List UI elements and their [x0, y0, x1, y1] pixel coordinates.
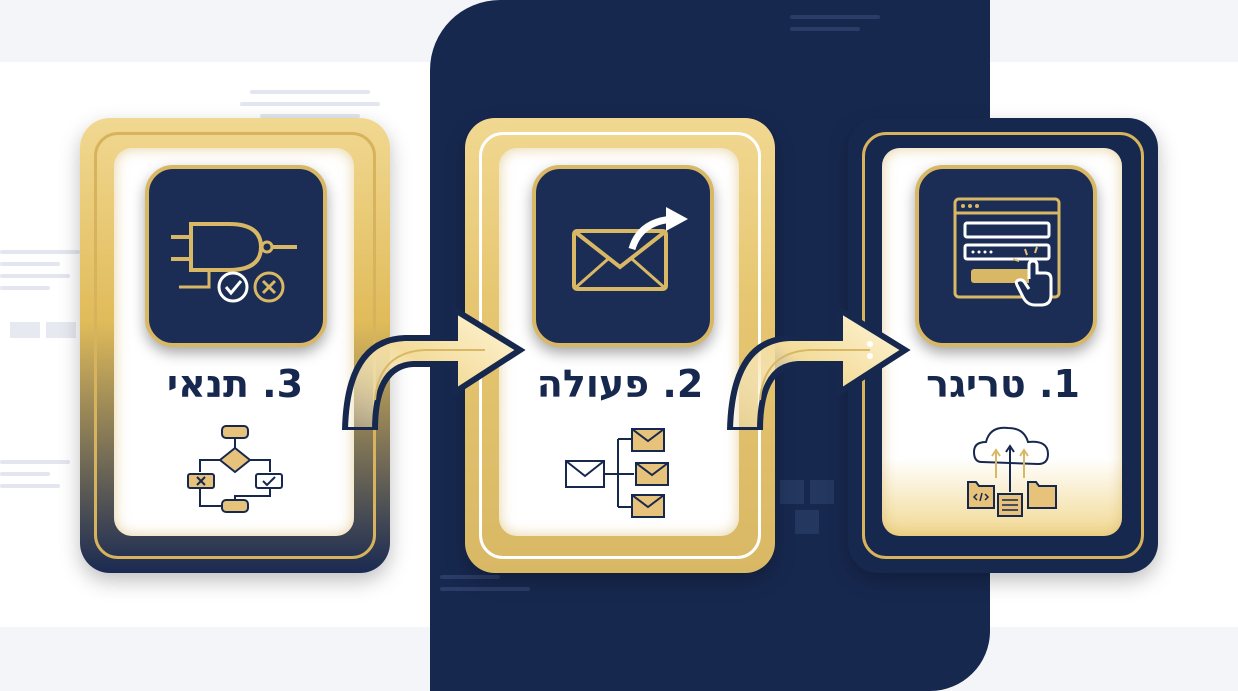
- bg-decor-line: [0, 460, 70, 464]
- bg-decor-line: [0, 286, 50, 290]
- bg-decor-line: [0, 274, 70, 278]
- bg-decor-line: [0, 472, 50, 476]
- bg-decor-line: [0, 262, 60, 266]
- form-click-icon: [915, 165, 1097, 347]
- bg-decor-line: [240, 102, 380, 106]
- bg-decor-line: [0, 250, 80, 254]
- bg-decor-block: [46, 322, 76, 338]
- flow-arrow-condition-to-action: [341, 304, 526, 430]
- flowchart-icon: [187, 425, 283, 513]
- bg-decor-block: [810, 480, 834, 504]
- cloud-upload-icon: [967, 426, 1057, 517]
- bg-decor-block: [780, 480, 804, 504]
- bg-decor-line: [440, 587, 530, 591]
- flow-arrow-action-to-trigger: [726, 304, 911, 430]
- logic-gate-icon: [145, 165, 327, 347]
- bg-decor-line: [0, 484, 60, 488]
- send-mail-icon: [532, 165, 714, 347]
- step-label-action: 2. פעולה: [536, 362, 704, 406]
- step-label-trigger: 1. טריגר: [926, 362, 1080, 406]
- bg-decor-block: [795, 510, 819, 534]
- bg-decor-line: [260, 114, 360, 118]
- step-label-condition: 3. תנאי: [166, 362, 304, 406]
- bg-decor-line: [440, 575, 500, 579]
- bg-decor-line: [250, 90, 370, 94]
- bg-decor-line: [790, 27, 860, 31]
- mail-distribution-icon: [565, 428, 669, 518]
- bg-decor-block: [10, 322, 40, 338]
- bg-decor-line: [790, 15, 880, 19]
